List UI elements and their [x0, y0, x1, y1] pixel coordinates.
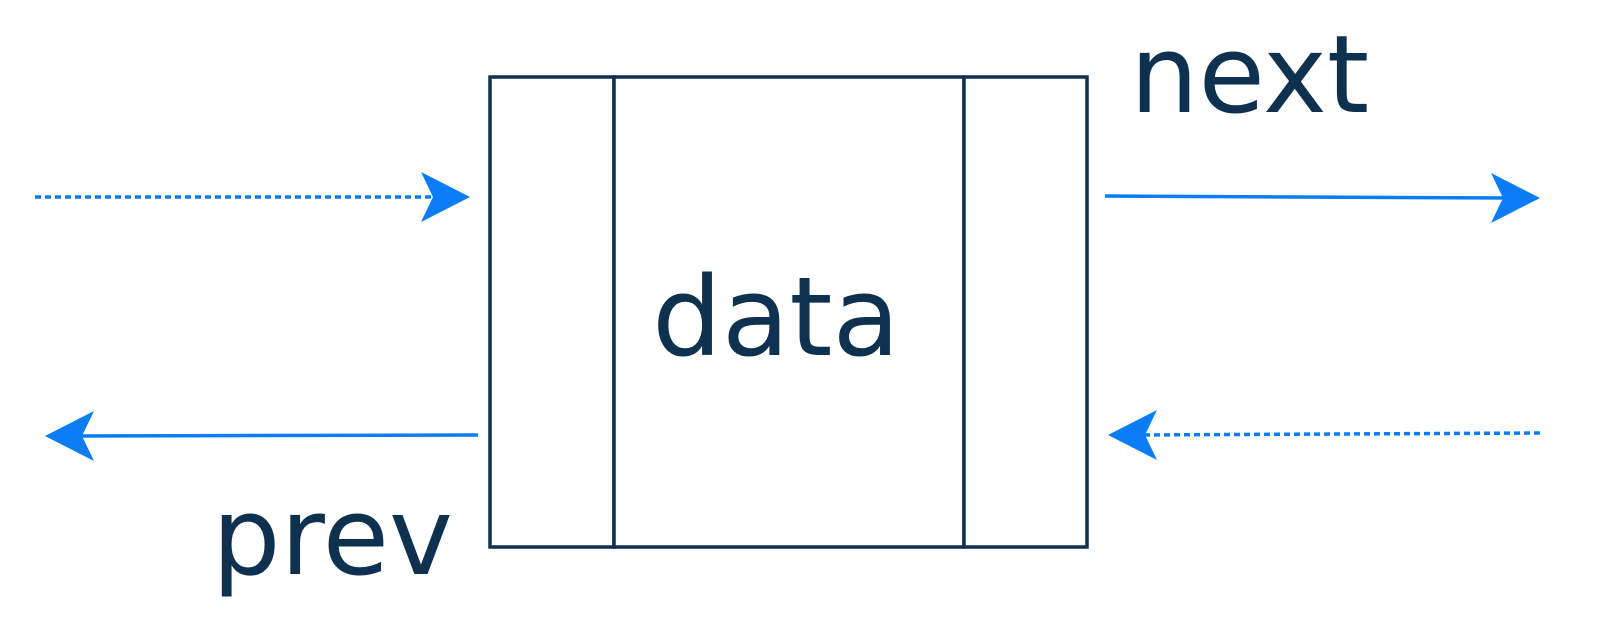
- list-node: data: [488, 75, 1089, 549]
- prev-label: prev: [212, 475, 453, 600]
- prev-arrow: [45, 411, 479, 461]
- next-label: next: [1130, 13, 1369, 138]
- next-pointer-cell: [962, 75, 1089, 549]
- data-label: data: [652, 253, 900, 381]
- prev-pointer-cell: [488, 75, 616, 549]
- data-cell: [612, 75, 966, 549]
- incoming-prev-arrow: [1108, 410, 1541, 460]
- next-arrow: [1104, 173, 1540, 223]
- incoming-next-arrow: [35, 172, 470, 222]
